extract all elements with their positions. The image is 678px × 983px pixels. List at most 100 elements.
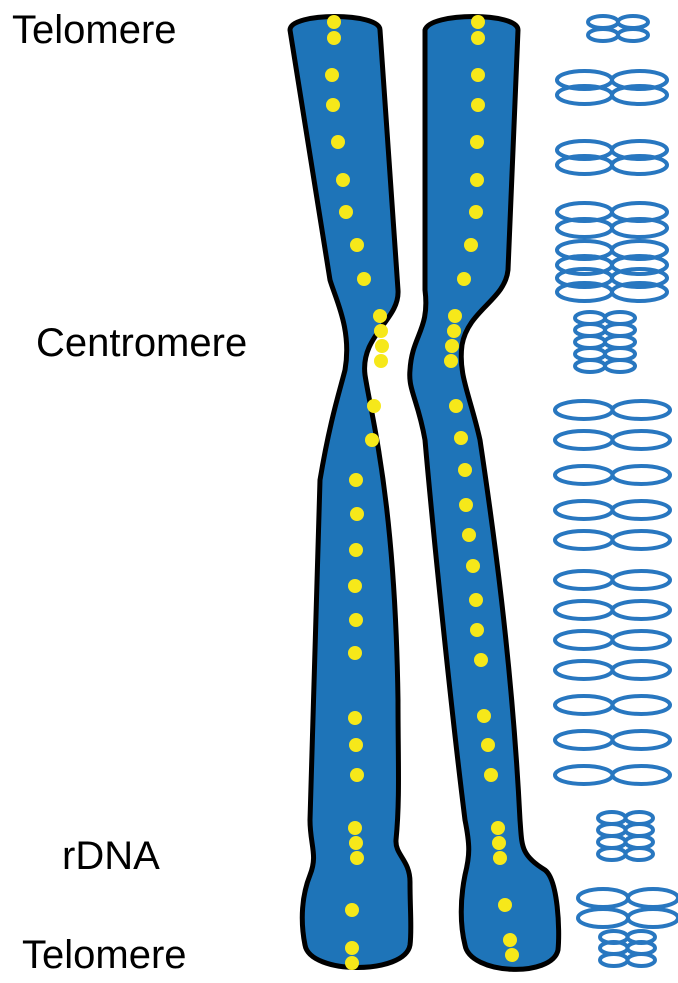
dna-dot-marker: [331, 135, 345, 149]
dna-dot-marker: [471, 31, 485, 45]
dna-dot-marker: [326, 98, 340, 112]
dna-dot-marker: [471, 15, 485, 29]
dna-dot-marker: [462, 528, 476, 542]
dna-dot-marker: [348, 646, 362, 660]
dna-dot-marker: [349, 613, 363, 627]
nucleosome-ring-icon: [555, 601, 613, 619]
nucleosome-ring-icon: [555, 661, 613, 679]
dna-dot-marker: [339, 205, 353, 219]
nucleosome-ring-icon: [613, 501, 671, 519]
dna-dot-marker: [349, 473, 363, 487]
dna-dot-marker: [350, 851, 364, 865]
nucleosome-ring-icon: [578, 889, 628, 907]
nucleosome-ring-icon: [555, 766, 613, 784]
dna-dot-marker: [348, 579, 362, 593]
dna-dot-marker: [350, 238, 364, 252]
dna-dot-marker: [492, 836, 506, 850]
nucleosome-ring-icon: [600, 954, 628, 966]
nucleosome-ring-icon: [598, 848, 626, 860]
dna-dot-marker: [357, 272, 371, 286]
dna-dot-marker: [374, 354, 388, 368]
nucleosome-ring-icon: [555, 731, 613, 749]
nucleosome-ring-icon: [555, 696, 613, 714]
nucleosome-ring-icon: [575, 360, 605, 372]
nucleosome-ring-icon: [628, 954, 656, 966]
dna-dot-marker: [375, 339, 389, 353]
dna-dot-marker: [345, 903, 359, 917]
nucleosome-ring-icon: [555, 501, 613, 519]
dna-dot-marker: [457, 272, 471, 286]
centromere-label: Centromere: [36, 323, 247, 363]
nucleosome-ring-icon: [613, 766, 671, 784]
dna-dot-marker: [348, 821, 362, 835]
dna-dot-marker: [484, 768, 498, 782]
nucleosome-ring-icon: [588, 29, 618, 41]
dna-dot-marker: [345, 956, 359, 970]
nucleosome-ring-icon: [628, 889, 678, 907]
dna-dot-marker: [325, 68, 339, 82]
nucleosome-ring-icon: [555, 531, 613, 549]
dna-dot-marker: [471, 68, 485, 82]
nucleosome-ring-icon: [555, 431, 613, 449]
nucleosome-ring-icon: [613, 431, 671, 449]
dna-dot-marker: [466, 559, 480, 573]
dna-dot-marker: [349, 836, 363, 850]
dna-dot-marker: [491, 821, 505, 835]
dna-dot-marker: [350, 507, 364, 521]
dna-dot-marker: [365, 433, 379, 447]
dna-dot-marker: [448, 309, 462, 323]
nucleosome-ring-icon: [588, 16, 618, 28]
nucleosome-ring-icon: [618, 16, 648, 28]
dna-dot-marker: [469, 205, 483, 219]
dna-dot-marker: [459, 498, 473, 512]
telomere-top-label: Telomere: [12, 10, 177, 50]
dna-dot-marker: [327, 15, 341, 29]
nucleosome-ring-icon: [613, 531, 671, 549]
dna-dot-marker: [454, 431, 468, 445]
dna-dot-marker: [374, 324, 388, 338]
nucleosome-ring-icon: [613, 661, 671, 679]
nucleosome-ring-icon: [555, 401, 613, 419]
dna-dot-marker: [498, 898, 512, 912]
dna-dot-marker: [444, 354, 458, 368]
nucleosome-ring-icon: [613, 601, 671, 619]
dna-dot-marker: [373, 309, 387, 323]
dna-dot-marker: [493, 851, 507, 865]
dna-dot-marker: [469, 593, 483, 607]
dna-dot-marker: [503, 933, 517, 947]
dna-dot-marker: [336, 173, 350, 187]
dna-dot-marker: [445, 339, 459, 353]
dna-dot-marker: [327, 31, 341, 45]
dna-dot-marker: [348, 711, 362, 725]
dna-dot-marker: [505, 948, 519, 962]
dna-dot-marker: [471, 98, 485, 112]
dna-dot-marker: [470, 135, 484, 149]
nucleosome-ring-icon: [626, 848, 654, 860]
dna-dot-marker: [447, 324, 461, 338]
rdna-label: rDNA: [62, 836, 160, 876]
nucleosome-rings: [555, 16, 678, 966]
nucleosome-ring-icon: [628, 909, 678, 927]
dna-dot-marker: [474, 653, 488, 667]
right-chromatid: [410, 17, 559, 970]
nucleosome-ring-icon: [555, 571, 613, 589]
nucleosome-ring-icon: [613, 571, 671, 589]
nucleosome-ring-icon: [555, 466, 613, 484]
nucleosome-ring-icon: [605, 360, 635, 372]
dna-dot-marker: [481, 738, 495, 752]
dna-dot-marker: [470, 173, 484, 187]
dna-dot-marker: [367, 399, 381, 413]
dna-dot-marker: [345, 941, 359, 955]
dna-dot-marker: [458, 463, 472, 477]
nucleosome-ring-icon: [618, 29, 648, 41]
dna-dot-marker: [477, 709, 491, 723]
dna-dot-marker: [449, 399, 463, 413]
nucleosome-ring-icon: [555, 631, 613, 649]
nucleosome-ring-icon: [613, 466, 671, 484]
nucleosome-ring-icon: [613, 696, 671, 714]
dna-dot-marker: [350, 768, 364, 782]
nucleosome-ring-icon: [613, 401, 671, 419]
dna-dot-marker: [349, 543, 363, 557]
dna-dot-marker: [464, 238, 478, 252]
